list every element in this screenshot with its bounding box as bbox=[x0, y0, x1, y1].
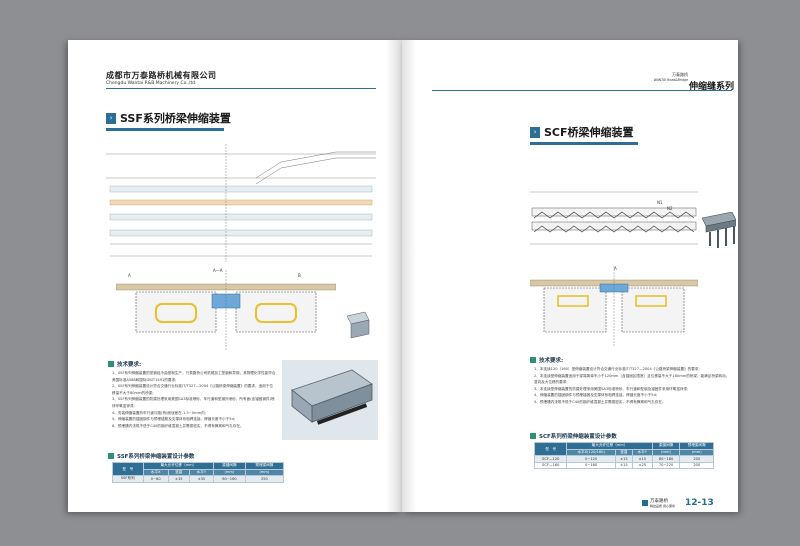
drawing-label-n1: N1 bbox=[657, 200, 663, 205]
table-cell: 60~160 bbox=[213, 475, 246, 483]
chevron-right-icon: › bbox=[106, 112, 116, 124]
tech-item: 6、预埋槽内浇筑不低于C40的钢纤维混凝土并需振密实，不得有蜂窝和气孔存在。 bbox=[112, 423, 244, 428]
table-cell: ±15 bbox=[614, 461, 633, 469]
scf-plan-drawing bbox=[530, 191, 698, 245]
ssf-param-table: 型 号 最大允许位移（mm） 梁缝间隙 预埋梁间隙 水平X 竖直 水平Y (mm… bbox=[112, 462, 285, 483]
title-underline bbox=[106, 128, 224, 131]
tech-item: 4、伸缩装置的锚固钢件与预埋锚固及支撑体系相焊连接，焊缝长度不小于5d; bbox=[534, 393, 658, 398]
right-page: 万泰路桥 WANTAI Road&Bridge 伸缩缝系列 › SCF桥梁伸缩装… bbox=[402, 40, 738, 512]
section-bullet-icon bbox=[108, 361, 114, 367]
table-header: 型 号 bbox=[533, 442, 568, 456]
section-bullet-icon bbox=[530, 433, 536, 439]
table-header: 型 号 bbox=[112, 462, 144, 476]
section-bullet-icon bbox=[530, 357, 536, 363]
drawing-label-section: A—A bbox=[213, 268, 223, 273]
table-cell: ±35 bbox=[188, 475, 215, 483]
tech-item: 3、本连续型伸缩装置的防腐处理采用美国SA3标准喷砂、车行道和型钢及锚固件采用环… bbox=[534, 386, 689, 391]
title-underline bbox=[530, 142, 638, 145]
section-title: SCF桥梁伸缩装置 bbox=[544, 126, 634, 139]
header-rule bbox=[106, 88, 376, 89]
ssf-cross-section-drawing bbox=[116, 270, 336, 350]
tech-item: 4、安装伸缩装置的车行道与路(桥)面误差在-1.5~0mm内; bbox=[112, 410, 206, 415]
footer: 万泰路桥 精益品质 用心服务 12-13 bbox=[642, 498, 714, 508]
drawing-label-b: B bbox=[298, 273, 301, 278]
brochure-spread: 成都市万泰路桥机械有限公司 Chengdu Wantai R&B Machine… bbox=[68, 40, 738, 512]
footer-brand: 万泰路桥 bbox=[650, 499, 668, 504]
tech-heading-text: 技术要求: bbox=[539, 358, 564, 364]
ssf-product-photo bbox=[282, 360, 378, 440]
component-3d-drawing bbox=[346, 311, 370, 339]
brand-small-block: 万泰路桥 WANTAI Road&Bridge bbox=[654, 72, 688, 82]
footer-brand-icon bbox=[642, 500, 648, 506]
brand-big: 伸缩缝系列 bbox=[689, 74, 734, 93]
table-cell: ±25 bbox=[631, 461, 653, 469]
section-bullet-icon bbox=[108, 453, 114, 459]
drawing-label-a: A bbox=[128, 273, 131, 278]
scf-param-table: 型 号 最大允许位移（mm） 梁缝间隙 预埋梁间隙 水平X(120/160) 竖… bbox=[533, 442, 714, 469]
drawing-label-a: A bbox=[614, 266, 617, 271]
table-title: SSF系列桥梁伸缩装置设计参数 bbox=[117, 454, 195, 460]
tech-item: 5、预埋槽内浇筑不低于C40的钢纤维混凝土并需振密实，不得有蜂窝和气孔存在。 bbox=[534, 399, 666, 404]
table-cell: ±15 bbox=[167, 475, 190, 483]
ssf-plan-drawing bbox=[106, 144, 376, 262]
tech-item: 2、本连续型伸缩装置适用于梁端简单不小于120mm（含锚固区限宽）且位移量不大于… bbox=[534, 373, 730, 385]
tech-item: 1、本连续120（160）型伸缩装置设计符合交通行业标准JT/T327—2004… bbox=[534, 367, 700, 371]
brand-small-en: WANTAI Road&Bridge bbox=[653, 78, 688, 82]
section-title: SSF系列桥梁伸缩装置 bbox=[120, 112, 231, 125]
tech-item: 5、伸缩装置的锚固钢件与预埋锚筋及支撑体系相焊连接，焊缝长度不小于5d; bbox=[112, 417, 236, 422]
company-name-cn: 成都市万泰路桥机械有限公司 bbox=[106, 71, 217, 80]
tech-heading: 技术要求: bbox=[108, 360, 141, 368]
table-cell: 200 bbox=[679, 461, 714, 469]
scf-cross-section-drawing bbox=[530, 266, 698, 346]
section-title-block: › SSF系列桥梁伸缩装置 bbox=[106, 110, 231, 131]
table-cell: 0~80 bbox=[142, 475, 169, 483]
tech-item: 2、SSF系列伸缩装置设计符合交通行业标准JT/T327—2004《公路桥梁伸缩… bbox=[112, 384, 273, 395]
brand-small-cn: 万泰路桥 bbox=[672, 72, 688, 77]
table-cell: 250 bbox=[244, 475, 285, 483]
scf-product-render bbox=[702, 212, 736, 248]
drawing-label-n2: N2 bbox=[667, 206, 673, 211]
tech-item: 3、SSF系列伸缩装置的防腐处理采用美国SA3标准喷砂、车行道和型钢外喷砂，所有… bbox=[112, 397, 275, 408]
table-cell: SCF—160 bbox=[533, 461, 568, 469]
table-row: SSF系列 0~80 ±15 ±35 60~160 250 bbox=[112, 475, 285, 483]
section-title-block: › SCF桥梁伸缩装置 bbox=[530, 124, 638, 145]
tech-heading: 技术要求: bbox=[530, 356, 563, 364]
table-heading: SCF系列桥梁伸缩装置设计参数 bbox=[530, 432, 617, 440]
chevron-right-icon: › bbox=[530, 126, 540, 138]
company-name-en: Chengdu Wantai R&B Machinery Co.,ltd. bbox=[106, 81, 197, 86]
table-title: SCF系列桥梁伸缩装置设计参数 bbox=[539, 434, 617, 440]
brand-big-text: 伸缩缝系列 bbox=[688, 82, 734, 92]
tech-item: 1、SSF系列伸缩装置的型钢经冷曲型制生产，万泰路桥公司机械加工型钢和异钢，其物… bbox=[112, 371, 276, 382]
header-rule bbox=[432, 90, 732, 91]
table-heading: SSF系列桥梁伸缩装置设计参数 bbox=[108, 452, 194, 460]
tech-heading-text: 技术要求: bbox=[117, 362, 142, 368]
left-page: 成都市万泰路桥机械有限公司 Chengdu Wantai R&B Machine… bbox=[68, 40, 402, 512]
tech-list: 1、SSF系列伸缩装置的型钢经冷曲型制生产，万泰路桥公司机械加工型钢和异钢，其物… bbox=[112, 370, 276, 429]
table-row: SCF—160 0~160 ±15 ±25 70~220 200 bbox=[533, 461, 714, 469]
tech-list: 1、本连续120（160）型伸缩装置设计符合交通行业标准JT/T327—2004… bbox=[534, 366, 730, 406]
table-cell: 70~220 bbox=[651, 461, 681, 469]
table-cell: SSF系列 bbox=[112, 475, 144, 483]
table-cell: 0~160 bbox=[566, 461, 616, 469]
page-number: 12-13 bbox=[684, 498, 714, 508]
footer-sub: 精益品质 用心服务 bbox=[650, 504, 675, 508]
